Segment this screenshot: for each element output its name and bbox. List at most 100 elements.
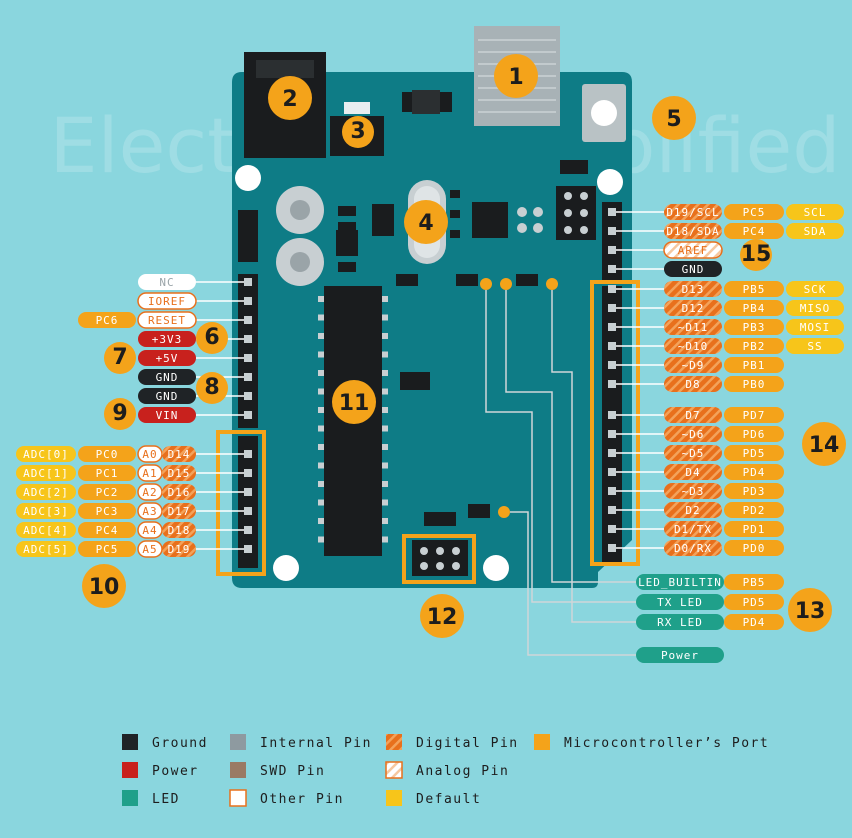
digital-label: D16	[162, 484, 196, 500]
mount-hole	[597, 169, 623, 195]
adc-label: ADC[3]	[16, 503, 76, 519]
arduino-board	[216, 26, 640, 656]
analog-label: A3	[137, 502, 163, 520]
pin-vin: VIN	[138, 407, 196, 423]
legend-swatch	[122, 734, 138, 750]
pin-d19scl-text: D19/SCL	[666, 206, 719, 219]
led-traces	[485, 290, 638, 656]
legend-item-analog: Analog Pin	[385, 761, 508, 779]
digital-label-text: D18	[168, 524, 191, 537]
pin-d13-text: D13	[682, 283, 705, 296]
usb-chip	[472, 202, 508, 238]
analog-label-text: A3	[142, 505, 157, 518]
pin-d4: D4	[664, 464, 722, 480]
mount-hole	[273, 555, 299, 581]
func-label-text: SCL	[804, 206, 827, 219]
func-label: SDA	[786, 223, 844, 239]
legend-item-other: Other Pin	[229, 789, 342, 807]
digital-header-bottom	[602, 286, 622, 564]
port-label: PB5	[724, 281, 784, 297]
small-pads	[517, 207, 543, 233]
adc-label: ADC[4]	[16, 522, 76, 538]
analog-label-text: A2	[142, 486, 157, 499]
analog-label: A2	[137, 483, 163, 501]
capacitor-top	[290, 252, 310, 272]
legend-swatch	[122, 790, 138, 806]
digital-label-text: D19	[168, 543, 191, 556]
port-label: PC5	[78, 541, 136, 557]
pin-d8-text: D8	[685, 378, 700, 391]
pin-d5-text: ~D5	[682, 447, 705, 460]
port-label-text: PB5	[743, 283, 766, 296]
pin-d9-text: ~D9	[682, 359, 705, 372]
legend-swatch	[230, 734, 246, 750]
pin-d12: D12	[664, 300, 722, 316]
port-label: PC2	[78, 484, 136, 500]
badge-number: 15	[741, 242, 772, 267]
badge-13: 13	[788, 588, 832, 632]
port-label: PB1	[724, 357, 784, 373]
adc-label-text: ADC[4]	[23, 524, 69, 537]
pin-aref-text: AREF	[678, 244, 709, 257]
port-label: PD0	[724, 540, 784, 556]
analog-label-text: A5	[142, 543, 157, 556]
pin-labels: NCIOREFRESETPC6+3V3+5VGNDGNDVINADC[0]PC0…	[16, 204, 844, 663]
mcu-pins-right	[382, 296, 388, 543]
port-label-text: PD4	[743, 616, 766, 629]
legend-swatch	[385, 761, 403, 779]
icsp-usb-pins	[564, 192, 588, 234]
port-label: PD1	[724, 521, 784, 537]
legend-item-port: Microcontroller’s Port	[534, 734, 768, 751]
legend-swatch	[386, 790, 402, 806]
digital-highlight	[590, 280, 640, 566]
digital-label: D15	[162, 465, 196, 481]
func-label-text: SDA	[804, 225, 827, 238]
pin-5v: +5V	[138, 350, 196, 366]
pin-ioref: IOREF	[137, 292, 197, 310]
port-label: PC3	[78, 503, 136, 519]
icsp-main-pins	[420, 547, 460, 570]
pin-gnd: GND	[664, 261, 722, 277]
func-label: SCK	[786, 281, 844, 297]
mount-hole	[235, 165, 261, 191]
led-rxled-text: RX LED	[657, 616, 703, 629]
analog-label-text: A1	[142, 467, 157, 480]
port-label-text: PD0	[743, 542, 766, 555]
port-label: PD6	[724, 426, 784, 442]
adc-label: ADC[0]	[16, 446, 76, 462]
pin-d18sda: D18/SDA	[664, 223, 722, 239]
analog-label-text: A4	[142, 524, 157, 537]
digital-label: D17	[162, 503, 196, 519]
adc-label: ADC[5]	[16, 541, 76, 557]
small-components	[238, 160, 588, 526]
pin-d0rx-text: D0/RX	[674, 542, 712, 555]
port-label: PB5	[724, 574, 784, 590]
legend-label: Digital Pin	[416, 736, 519, 751]
badge-number: 12	[427, 605, 458, 630]
badge-2: 2	[268, 76, 312, 120]
diode-body	[412, 90, 440, 114]
legend-item-led: LED	[122, 790, 178, 807]
badge-7: 7	[104, 342, 136, 374]
badge-12: 12	[420, 594, 464, 638]
port-label-text: PB5	[743, 576, 766, 589]
pin-gnd: GND	[138, 388, 196, 404]
badge-number: 8	[204, 375, 219, 400]
led-rxled: RX LED	[636, 614, 724, 630]
pin-gnd-text: GND	[156, 390, 179, 403]
analog-label-text: A0	[142, 448, 157, 461]
port-label-text: PC2	[96, 486, 119, 499]
port-label: PC5	[724, 204, 784, 220]
port-label: PD4	[724, 464, 784, 480]
pin-nc: NC	[138, 274, 196, 290]
legend-label: Default	[416, 792, 481, 807]
badge-10: 10	[82, 564, 126, 608]
pin-d5: ~D5	[664, 445, 722, 461]
legend-label: Internal Pin	[260, 736, 372, 751]
pin-vin-text: VIN	[156, 409, 179, 422]
analog-highlight	[216, 430, 266, 576]
pin-d7-text: D7	[685, 409, 700, 422]
adc-label-text: ADC[3]	[23, 505, 69, 518]
